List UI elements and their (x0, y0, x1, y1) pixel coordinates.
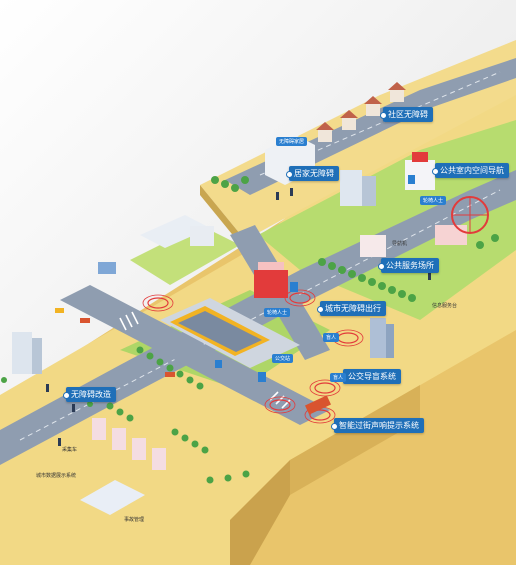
road-lower (0, 170, 516, 465)
caption-service-kiosk: 信息服务台 (432, 303, 458, 309)
wheelchair-icons (215, 175, 415, 382)
left-tower-side (32, 338, 42, 374)
label-crossing-sound-system: 智能过街声响提示系统 (331, 418, 424, 433)
sign-blind-2: 盲人 (330, 373, 347, 382)
train-windows (178, 311, 262, 352)
caption-guide-machine: 导航机 (392, 241, 408, 247)
cliff-side-2 (230, 460, 290, 565)
red-kiosk-roof (258, 262, 284, 270)
control-room (80, 480, 145, 515)
caption-city-display: 城市数据展示系统 (36, 473, 77, 479)
info-tower-side (386, 324, 394, 358)
label-public-service-places: 公共服务场所 (378, 258, 439, 273)
caption-accident-mgmt: 事故管理 (124, 517, 145, 523)
sign-bus-stop: 公交站 (272, 354, 294, 363)
car-red-2 (165, 372, 175, 377)
info-tower (370, 318, 386, 358)
car-red (80, 318, 90, 323)
bus (305, 395, 331, 415)
small-shop (190, 226, 214, 246)
sign-home: 无障碍家居 (276, 137, 308, 146)
left-tower (12, 332, 32, 374)
label-transit-guidance-system: 公交导盲系统 (340, 369, 401, 384)
sign-wheelchair-1: 轮椅人士 (420, 196, 447, 205)
office-tower (340, 170, 362, 206)
road-upper-marking (259, 71, 501, 176)
sign-blind-1: 盲人 (323, 333, 340, 342)
label-city-accessible-travel: 城市无障碍出行 (317, 301, 386, 316)
service-building-2 (435, 225, 467, 245)
houses-row (316, 82, 406, 142)
label-accessibility-renovation: 无障碍改造 (63, 387, 116, 402)
lower-left-buildings (92, 418, 166, 470)
road-cross (60, 285, 330, 425)
red-kiosk (254, 270, 288, 298)
label-community-accessibility: 社区无障碍 (380, 107, 433, 122)
sign-wheelchair-2: 轮椅人士 (264, 308, 291, 317)
office-tower-side (362, 176, 376, 206)
billboard (98, 262, 116, 274)
label-home-accessibility: 居家无障碍 (286, 166, 339, 181)
service-building (360, 235, 386, 257)
gas-station-roof (140, 215, 210, 248)
cliff-side (290, 385, 420, 495)
pedestrians (46, 188, 431, 446)
car-yellow (55, 308, 64, 313)
label-public-indoor-navigation: 公共室内空间导航 (432, 163, 509, 178)
caption-data-collect: 采集车 (62, 447, 78, 453)
public-indoor-sign-block (412, 152, 428, 162)
